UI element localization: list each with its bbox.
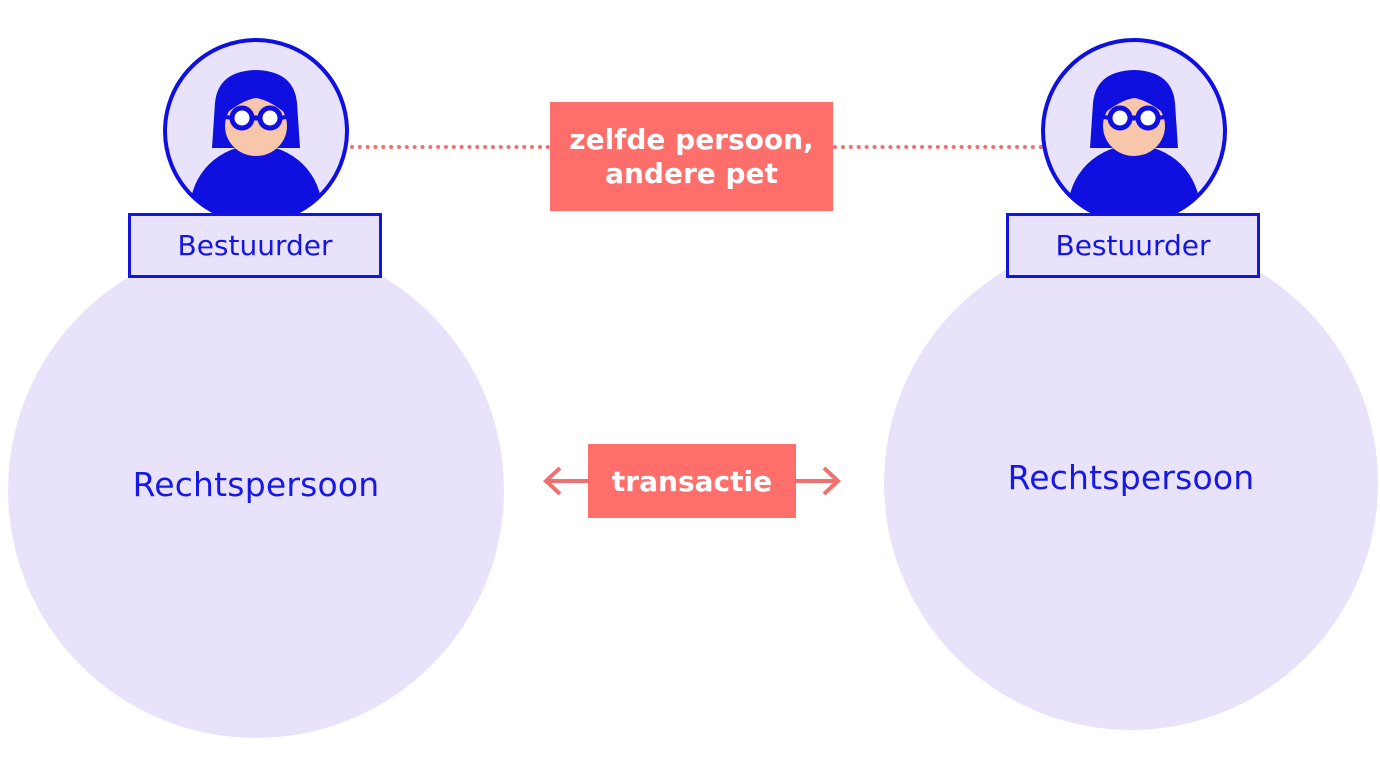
entity-circle-right: Rechtspersoon	[884, 236, 1378, 730]
transaction-label: transactie	[588, 444, 796, 518]
same-person-note: zelfde persoon, andere pet	[550, 102, 833, 211]
dotted-connector-left	[350, 145, 550, 149]
dotted-connector-right	[833, 145, 1043, 149]
person-with-glasses-icon	[1041, 38, 1227, 220]
role-label-left: Bestuurder	[177, 229, 333, 262]
entity-circle-left: Rechtspersoon	[8, 242, 504, 738]
role-box-left: Bestuurder	[128, 213, 382, 278]
entity-label-left: Rechtspersoon	[132, 464, 380, 504]
transaction-label-text: transactie	[611, 464, 773, 498]
same-person-note-line1: zelfde persoon,	[569, 122, 814, 156]
same-person-note-line2: andere pet	[605, 156, 778, 190]
entity-label-right: Rechtspersoon	[1007, 457, 1255, 497]
role-label-right: Bestuurder	[1055, 229, 1211, 262]
role-box-right: Bestuurder	[1006, 213, 1260, 278]
person-with-glasses-icon	[163, 38, 349, 220]
double-arrow-icon	[543, 466, 841, 496]
